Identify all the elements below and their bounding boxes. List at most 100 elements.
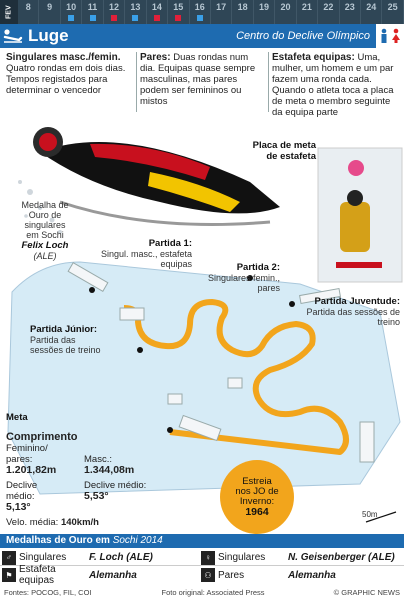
divider (136, 52, 137, 112)
date-day: 18 (232, 0, 254, 24)
date-day-number: 16 (194, 2, 205, 12)
debut-year: 1964 (245, 506, 269, 518)
athlete-country: (ALE) (33, 251, 57, 261)
medal-winner: Alemanha (288, 569, 336, 581)
footer-photo: Foto original: Associated Press (161, 587, 265, 597)
date-day: 12 (104, 0, 126, 24)
date-day: 13 (125, 0, 147, 24)
date-day: 10 (61, 0, 83, 24)
label-finish: Meta (6, 412, 28, 423)
stat-grad2-value: 5,53° (84, 490, 109, 502)
debut-line: Inverno: (239, 496, 275, 507)
date-day: 23 (340, 0, 361, 24)
event-relay-title: Estafeta equipas: (272, 52, 355, 63)
event-pairs: Pares: Duas rondas num dia. Equipas quas… (140, 52, 266, 107)
page-title: Luge (28, 26, 69, 45)
label-junior: Partida Júnior: Partida das sessões de t… (30, 324, 102, 356)
date-day-number: 20 (280, 2, 291, 12)
event-day-marker (132, 15, 139, 21)
stat-fem-value: 1.201,82m (6, 464, 57, 476)
event-day-marker (110, 15, 117, 21)
start1-title: Partida 1: (148, 238, 192, 249)
stat-speed-value: 140km/h (60, 517, 99, 528)
pairs-icon: ⚇ (201, 568, 215, 582)
event-relay-text: Uma, mulher, um homem e um par fazem uma… (272, 52, 394, 118)
event-day-marker (153, 15, 160, 21)
date-day: 19 (254, 0, 276, 24)
junior-text: Partida das sessões de treino (30, 335, 101, 355)
medal-event: Singulares (19, 552, 67, 563)
debut-badge: Estreia nos JO de Inverno: 1964 (220, 460, 294, 534)
date-day-number: 23 (344, 2, 355, 12)
stats-heading: Comprimento (6, 431, 78, 443)
date-day-number: 22 (323, 2, 334, 12)
stat-masc-label: Masc.: (84, 454, 112, 465)
date-day-number: 15 (173, 2, 184, 12)
date-day: 25 (382, 0, 404, 24)
venue-name: Centro do Declive Olímpico (236, 30, 370, 42)
date-day: 15 (168, 0, 190, 24)
event-singles: Singulares masc./femin. Quatro rondas em… (6, 52, 132, 96)
relay-plate-photo (317, 147, 403, 283)
youth-text: Partida das sessões de treino (306, 307, 400, 327)
medal-row: ⚑ Estafeta equipas Alemanha ⚇ Pares Alem… (0, 564, 404, 586)
date-day: 20 (275, 0, 297, 24)
date-day: 16 (190, 0, 211, 24)
relay-plate-title2: de estafeta (266, 151, 316, 162)
event-day-marker (68, 15, 75, 21)
track-illustration (7, 127, 403, 523)
start1-text: Singul. masc., estafeta equipas (100, 249, 192, 269)
stat-masc-value: 1.344,08m (84, 464, 135, 476)
medal-event: Pares (218, 569, 245, 581)
relay-plate-caption: Placa de meta de estafeta (236, 140, 316, 162)
event-day-marker (196, 15, 203, 21)
athlete-name: Felix Loch (21, 240, 69, 251)
footer-sources: Fontes: POCOG, FIL, COI (4, 587, 92, 597)
event-pairs-text: Duas rondas num dia. Equipas quase sempr… (140, 52, 256, 107)
finish-title: Meta (6, 412, 28, 423)
caption-line: Medalha de (21, 200, 69, 210)
label-youth: Partida Juventude: Partida das sessões d… (296, 296, 400, 328)
medal-row: ♂ Singulares F. Loch (ALE) ♀ Singulares … (0, 550, 404, 566)
location-markers (89, 275, 295, 433)
start2-text: Singulares femin., pares (207, 273, 280, 293)
luge-icon (0, 24, 26, 48)
footer: Fontes: POCOG, FIL, COI Foto original: A… (0, 584, 404, 600)
date-day-number: 19 (259, 2, 270, 12)
stat-grad2-label: Declive médio: (84, 480, 147, 491)
male-female-icon (376, 24, 404, 48)
footer-copyright: © GRAPHIC NEWS (333, 587, 400, 597)
relay-plate-title: Placa de meta (252, 140, 316, 151)
date-day-number: 11 (87, 2, 98, 12)
debut-line: Estreia (242, 476, 272, 487)
stat-grad1-value: 5,13° (6, 501, 31, 513)
track-buildings (67, 261, 375, 463)
youth-title: Partida Juventude: (314, 296, 400, 307)
event-pairs-title: Pares: (140, 52, 171, 63)
track-path (123, 299, 349, 455)
medal-winner: F. Loch (ALE) (89, 552, 153, 563)
junior-title: Partida Júnior: (30, 324, 98, 335)
scale-bar (365, 511, 397, 523)
date-day-number: 9 (47, 2, 53, 12)
date-day-number: 18 (237, 2, 248, 12)
medal-winner: N. Geisenberger (ALE) (288, 552, 395, 563)
medals-heading-place: Sochi 2014 (112, 535, 163, 546)
stat-speed-label: Velo. média: (6, 517, 59, 528)
stat-grad1-label: Declive médio: (6, 480, 38, 502)
medal-event: Singulares (218, 552, 266, 563)
stat-fem-label: Feminino/ pares: (6, 443, 48, 465)
date-day: 11 (82, 0, 104, 24)
singles-icon: ♂ (2, 550, 16, 565)
scale-label: 50m (362, 510, 378, 519)
caption-line: Ouro de singulares (24, 210, 66, 230)
date-day-number: 10 (66, 2, 77, 12)
event-singles-text: Quatro rondas em dois dias. Tempos regis… (6, 63, 126, 96)
label-start2: Partida 2: Singulares femin., pares (196, 262, 280, 294)
debut-line: nos JO de (235, 486, 279, 497)
medals-heading-text: Medalhas de Ouro em (6, 535, 110, 546)
month-label: FEV (0, 0, 18, 24)
date-day: 21 (297, 0, 319, 24)
divider (268, 52, 269, 112)
